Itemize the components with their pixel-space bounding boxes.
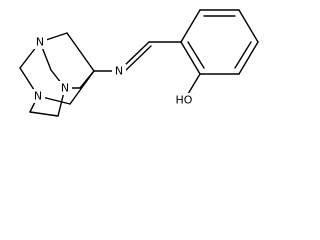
molecule-canvas: N N N N HO — [0, 0, 267, 120]
bond — [180, 9, 201, 43]
label-mask — [31, 89, 45, 103]
atom-hydroxyl: HO — [176, 94, 193, 107]
label-mask — [112, 64, 126, 78]
label-mask — [172, 93, 196, 107]
bond — [125, 45, 152, 71]
imine-bonds — [93, 41, 182, 72]
bond — [66, 32, 95, 72]
label-mask — [33, 35, 47, 49]
hydroxyl-bond — [187, 73, 201, 95]
bond — [187, 41, 205, 69]
bond — [234, 41, 252, 69]
bond — [238, 9, 259, 43]
benzene-ring — [180, 9, 259, 75]
atom-n-lower-left: N — [34, 90, 42, 103]
bond — [238, 41, 259, 75]
bond — [123, 41, 150, 67]
atom-n-upper-left: N — [36, 36, 44, 49]
molecule-structure: N N N N HO — [19, 9, 259, 117]
atom-labels: N N N N HO — [31, 35, 196, 107]
bond — [180, 41, 201, 75]
atom-n-lower-middle: N — [61, 82, 69, 95]
bond — [29, 111, 59, 117]
cage-bonds — [19, 32, 95, 117]
label-mask — [58, 81, 72, 95]
atom-n-imine: N — [115, 65, 123, 78]
bond — [79, 70, 95, 89]
